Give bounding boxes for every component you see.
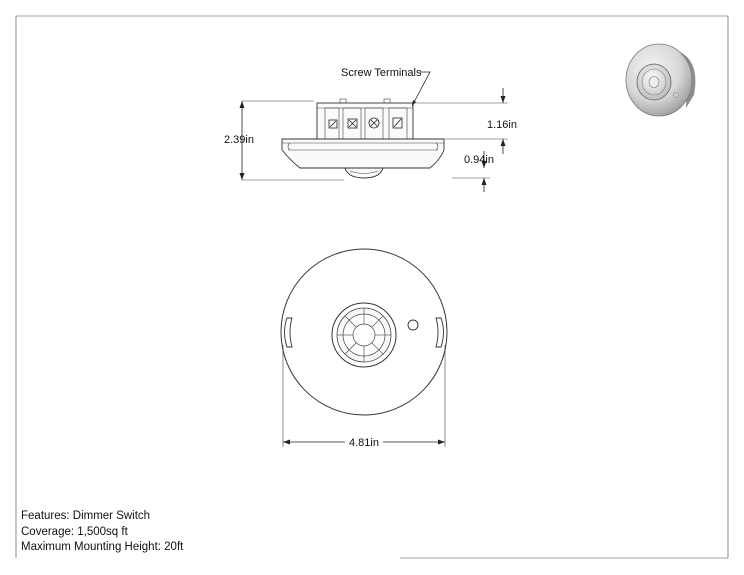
- spec-mounting-height: Maximum Mounting Height: 20ft: [21, 541, 184, 553]
- bottom-view: [280, 248, 448, 416]
- screw-terminals-leader: [411, 71, 431, 107]
- side-view: [281, 98, 445, 179]
- pir-lens: [331, 302, 397, 368]
- spec-features: Features: Dimmer Switch: [21, 510, 151, 522]
- screw-icon: [347, 118, 358, 129]
- side-clip-left: [284, 317, 293, 348]
- screw-icon: [392, 117, 403, 129]
- dim-total-height-label: 2.39in: [224, 134, 254, 146]
- screw-icon: [368, 117, 380, 129]
- dim-lower: [452, 151, 490, 192]
- occupancy-sensor-thumbnail-icon: [625, 43, 696, 117]
- dim-upper: [415, 88, 508, 154]
- dim-upper-label: 1.16in: [487, 119, 517, 131]
- side-clip-right: [435, 317, 444, 348]
- sensor-flange: [281, 138, 445, 169]
- dim-total-height: [239, 100, 344, 181]
- spec-coverage: Coverage: 1,500sq ft: [21, 525, 128, 538]
- lens-dome-side: [344, 167, 384, 179]
- screw-icon: [328, 119, 338, 129]
- dim-lower-label: 0.94in: [464, 154, 494, 166]
- spec-notes: Features: Dimmer Switch Coverage: 1,500s…: [21, 509, 183, 556]
- screw-terminals-label: Screw Terminals: [341, 67, 422, 79]
- led-indicator: [407, 319, 419, 331]
- page-border: [15, 15, 729, 559]
- dim-diameter: [282, 345, 446, 447]
- dim-diameter-label: 4.81in: [349, 437, 379, 449]
